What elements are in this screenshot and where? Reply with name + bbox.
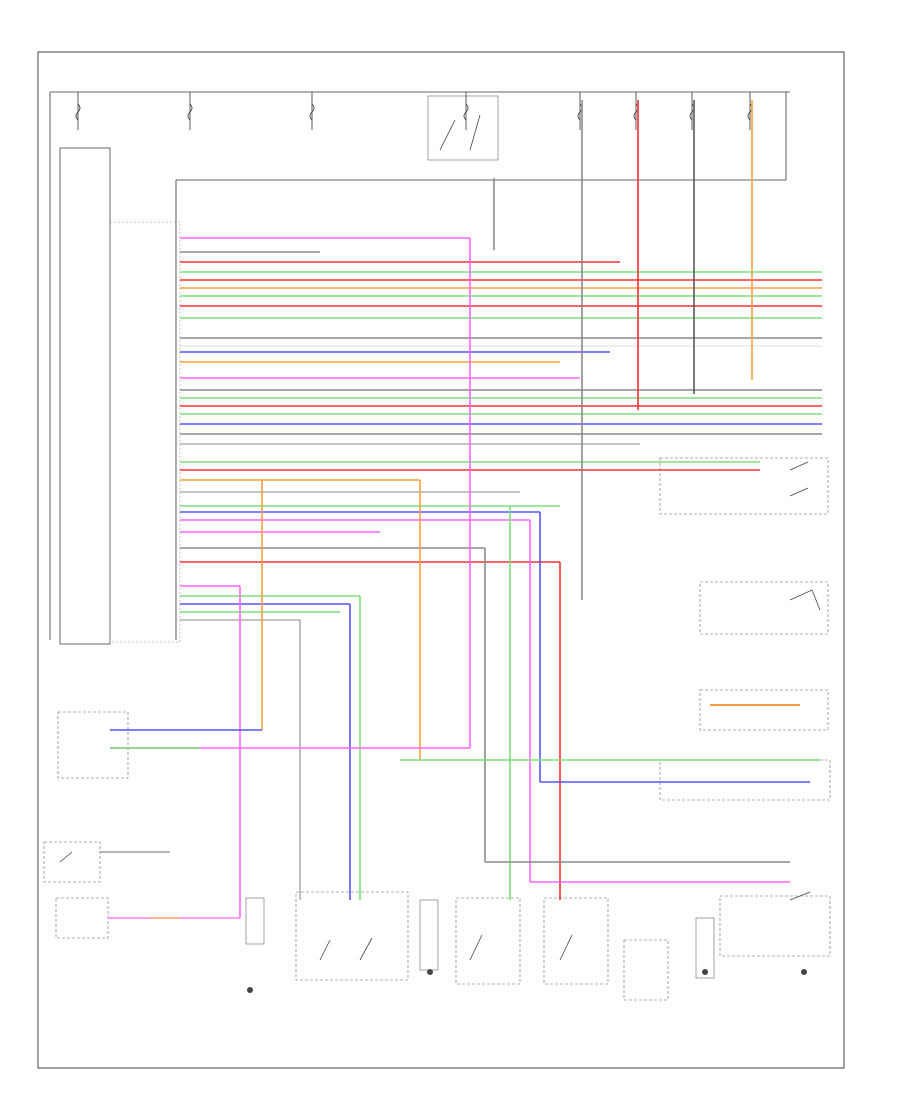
component-power-window-master bbox=[57, 711, 470, 779]
component-rear-door-lock-left bbox=[43, 841, 170, 883]
wire-verticals bbox=[239, 100, 753, 918]
switch-symbol-top bbox=[427, 95, 499, 161]
component-bottom-row bbox=[245, 891, 807, 1001]
jb-connector-block bbox=[109, 221, 181, 643]
diagram-frame bbox=[37, 51, 845, 1069]
component-door-lock-front-pass bbox=[659, 457, 829, 515]
component-front-pass-door-lock bbox=[400, 759, 831, 801]
fuse-2 bbox=[309, 92, 315, 130]
component-unlock-warning bbox=[699, 689, 829, 731]
instrument-panel-jb bbox=[59, 147, 111, 645]
wire-harness bbox=[180, 237, 822, 621]
component-door-lock-left bbox=[55, 897, 240, 939]
fuse-0 bbox=[75, 92, 81, 130]
fuse-group bbox=[75, 92, 753, 130]
component-door-control-switch bbox=[699, 581, 829, 635]
fuse-3 bbox=[463, 92, 469, 130]
component-rear-door-lock-right bbox=[485, 861, 831, 957]
fuse-1 bbox=[187, 92, 193, 130]
